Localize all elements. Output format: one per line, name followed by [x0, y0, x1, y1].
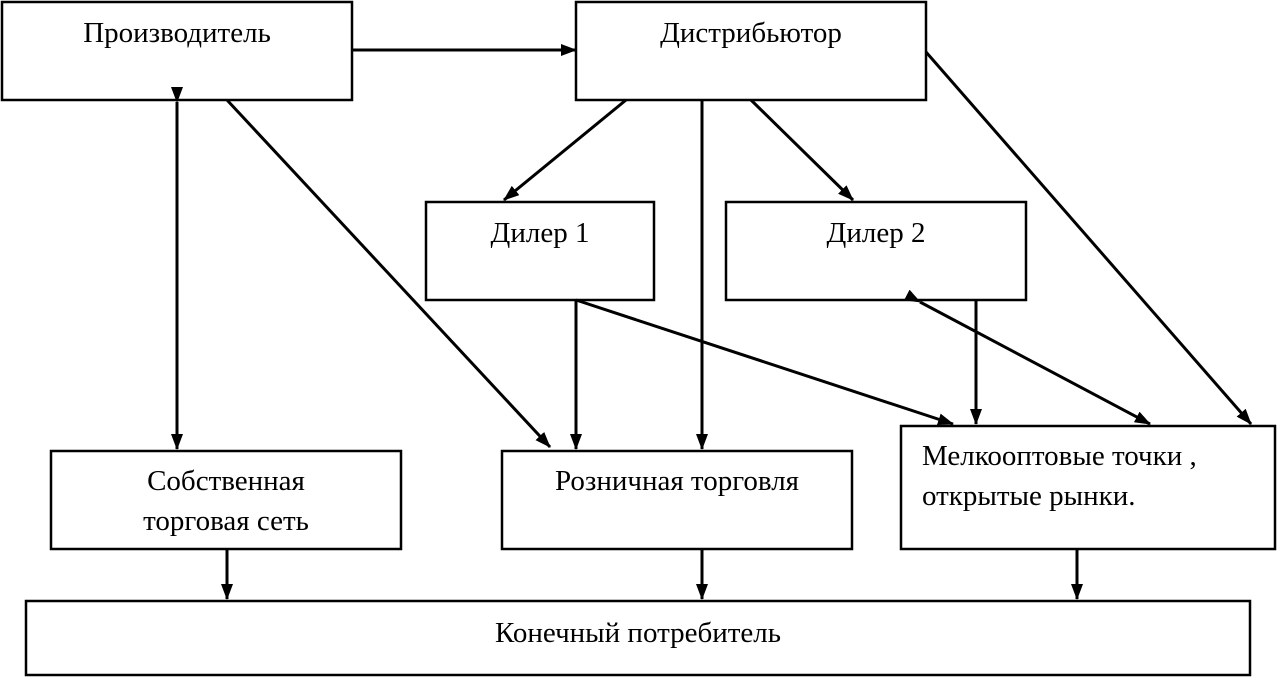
end-consumer-label: Конечный потребитель [495, 617, 781, 649]
dealer2-label: Дилер 2 [826, 217, 926, 249]
distributor-label: Дистрибьютор [660, 17, 842, 49]
edge-producer-retail [225, 98, 552, 449]
edge-dealer1-small-wholesale [575, 298, 954, 426]
small-wholesale-label-line2: открытые рынки. [922, 480, 1136, 512]
edge-dealer2-small-wholesale-b [903, 289, 1151, 426]
edges [171, 44, 1253, 600]
own-network-label-line2: торговая сеть [143, 505, 309, 537]
edge-distributor-dealer2 [749, 98, 855, 202]
producer-label: Производитель [83, 17, 271, 49]
own-network-label-line1: Собственная [147, 465, 305, 497]
edge-distributor-small-wholesale [924, 51, 1253, 425]
end-consumer-box [24, 599, 1252, 677]
small-wholesale-box [899, 424, 1277, 551]
dealer1-label: Дилер 1 [490, 217, 590, 249]
dealer1-box [424, 200, 656, 302]
retail-label: Розничная торговля [554, 465, 800, 497]
dealer2-box [724, 200, 1028, 302]
edge-distributor-dealer1 [503, 98, 627, 202]
small-wholesale-label-line1: Мелкооптовые точки , [922, 440, 1197, 472]
retail-box [500, 449, 854, 551]
